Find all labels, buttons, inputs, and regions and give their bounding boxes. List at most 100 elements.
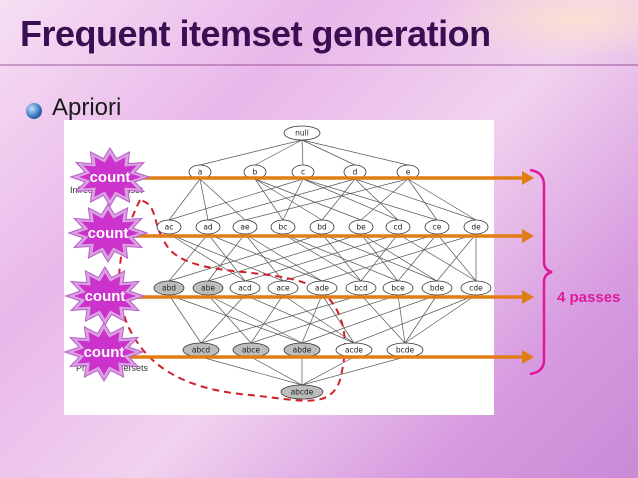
lattice-edge — [168, 178, 201, 221]
svg-text:b: b — [253, 168, 258, 177]
svg-text:e: e — [406, 168, 411, 177]
svg-text:abe: abe — [201, 284, 215, 293]
count-starburst-3: count — [64, 266, 146, 326]
lattice-edge — [200, 294, 246, 344]
lattice-edge — [302, 178, 399, 221]
itemset-node-acde: acde — [335, 342, 373, 358]
svg-text:bde: bde — [430, 284, 445, 293]
lattice-edge — [354, 178, 399, 221]
lattice-edge — [282, 233, 362, 282]
pass-arrow-4 — [130, 350, 534, 364]
svg-text:abde: abde — [293, 346, 312, 355]
lattice-edge — [168, 294, 303, 344]
itemset-node-bde: bde — [421, 280, 453, 296]
itemset-node-ce: ce — [424, 219, 450, 235]
lattice-edge — [207, 294, 252, 344]
lattice-edge — [168, 294, 202, 344]
pass-arrow-3 — [130, 290, 534, 304]
itemset-node-null: null — [283, 125, 321, 141]
count-starburst-2: count — [67, 203, 149, 263]
svg-text:abcd: abcd — [192, 346, 210, 355]
lattice-edge — [250, 356, 303, 386]
itemset-node-ac: ac — [156, 219, 182, 235]
svg-text:acd: acd — [238, 284, 252, 293]
count-label: count — [88, 225, 129, 242]
lattice-edge — [321, 233, 362, 282]
lattice-edge — [244, 178, 409, 221]
svg-text:de: de — [471, 223, 481, 232]
svg-text:cd: cd — [394, 223, 403, 232]
lattice-edge — [282, 294, 355, 344]
svg-text:bcde: bcde — [396, 346, 415, 355]
count-starburst-4: count — [63, 322, 145, 382]
itemset-node-ad: ad — [195, 219, 221, 235]
lattice-edge — [200, 356, 303, 386]
itemset-node-bd: bd — [309, 219, 335, 235]
itemset-node-abd: abd — [153, 280, 185, 296]
svg-text:bce: bce — [391, 284, 405, 293]
lattice-edge — [407, 178, 477, 221]
lattice-edge — [301, 139, 409, 166]
lattice-edge — [321, 233, 438, 282]
lattice-edge — [199, 178, 246, 221]
itemset-node-abde: abde — [283, 342, 321, 358]
lattice-edge — [301, 356, 406, 386]
count-label: count — [85, 288, 126, 305]
itemset-node-abce: abce — [232, 342, 270, 358]
svg-text:d: d — [353, 168, 358, 177]
lattice-edge — [282, 178, 304, 221]
svg-text:cde: cde — [469, 284, 483, 293]
svg-text:ac: ac — [165, 223, 174, 232]
itemset-node-cd: cd — [385, 219, 411, 235]
svg-text:abd: abd — [162, 284, 176, 293]
lattice-edge — [168, 233, 246, 282]
svg-text:abcde: abcde — [291, 388, 314, 397]
itemset-node-ace: ace — [267, 280, 299, 296]
background-glow — [430, 0, 638, 60]
lattice-edge — [404, 294, 438, 344]
bullet-icon — [26, 103, 42, 119]
count-label: count — [84, 344, 125, 361]
itemset-node-de: de — [463, 219, 489, 235]
lattice-edge — [244, 233, 323, 282]
lattice-edge — [168, 233, 209, 282]
lattice-edge — [301, 139, 356, 166]
lattice-edge — [397, 233, 438, 282]
svg-text:c: c — [301, 168, 305, 177]
svg-text:bc: bc — [279, 223, 288, 232]
svg-text:ad: ad — [203, 223, 213, 232]
lattice-edge — [354, 178, 477, 221]
bullet-text: Apriori — [52, 94, 122, 121]
lattice-edge — [254, 178, 323, 221]
lattice-edge — [397, 294, 406, 344]
svg-text:null: null — [295, 129, 309, 138]
pass-arrow-2 — [130, 229, 534, 243]
itemset-node-d: d — [343, 164, 367, 180]
count-label: count — [90, 169, 131, 186]
svg-text:abce: abce — [242, 346, 260, 355]
lattice-edge — [436, 233, 477, 282]
pass-arrow-1 — [130, 171, 534, 185]
itemset-node-bce: bce — [382, 280, 414, 296]
lattice-edge — [168, 233, 323, 282]
lattice-edge — [250, 294, 399, 344]
svg-text:acde: acde — [345, 346, 363, 355]
lattice-edge — [200, 294, 362, 344]
lattice-edge — [168, 178, 304, 221]
lattice-edge — [207, 233, 362, 282]
lattice-edge — [360, 233, 438, 282]
pruned-boundary-dashed — [118, 198, 346, 402]
lattice-edge — [404, 294, 477, 344]
svg-text:bcd: bcd — [354, 284, 368, 293]
slide-title: Frequent itemset generation — [20, 13, 491, 54]
title-divider — [0, 64, 638, 66]
lattice-edge — [301, 294, 438, 344]
itemset-node-acd: acd — [229, 280, 261, 296]
itemset-node-cde: cde — [460, 280, 492, 296]
lattice-edge — [244, 294, 355, 344]
lattice-edge — [282, 233, 399, 282]
lattice-edge — [254, 139, 303, 166]
lattice-edge — [244, 233, 284, 282]
passes-label: 4 passes — [557, 289, 620, 306]
lattice-edge — [321, 294, 355, 344]
